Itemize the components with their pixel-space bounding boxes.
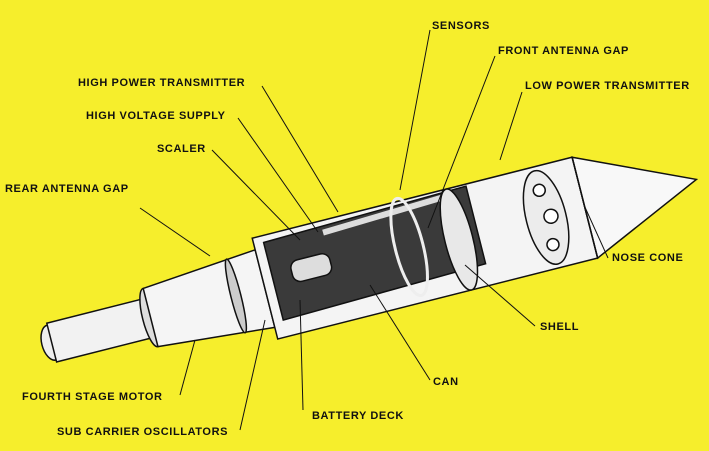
label-rear-antenna-gap: REAR ANTENNA GAP: [5, 183, 129, 195]
label-sub-carrier-oscillators: SUB CARRIER OSCILLATORS: [57, 426, 229, 438]
battery-pack: [290, 252, 333, 283]
label-sensors: SENSORS: [432, 20, 490, 32]
scaler-coil: [322, 193, 449, 236]
leader-lines: [139, 29, 609, 431]
label-low-power-transmitter: LOW POWER TRANSMITTER: [525, 80, 690, 92]
label-high-power-transmitter: HIGH POWER TRANSMITTER: [78, 77, 246, 89]
front-antenna-gap: [439, 188, 479, 291]
label-nose-cone: NOSE CONE: [612, 252, 684, 264]
label-front-antenna-gap: FRONT ANTENNA GAP: [498, 45, 629, 57]
cutaway-interior: [262, 185, 487, 321]
label-fourth-stage-motor: FOURTH STAGE MOTOR: [22, 391, 163, 403]
fourth-stage-motor: [45, 297, 155, 363]
rear-body: [142, 248, 276, 348]
label-can: CAN: [433, 376, 459, 388]
can-ring: [389, 196, 429, 298]
label-scaler: SCALER: [157, 143, 206, 155]
label-high-voltage-supply: HIGH VOLTAGE SUPPLY: [86, 110, 226, 122]
label-battery-deck: BATTERY DECK: [312, 410, 404, 422]
satellite-body: [40, 156, 699, 363]
label-shell: SHELL: [540, 321, 580, 333]
rear-antenna-gap: [224, 258, 248, 334]
